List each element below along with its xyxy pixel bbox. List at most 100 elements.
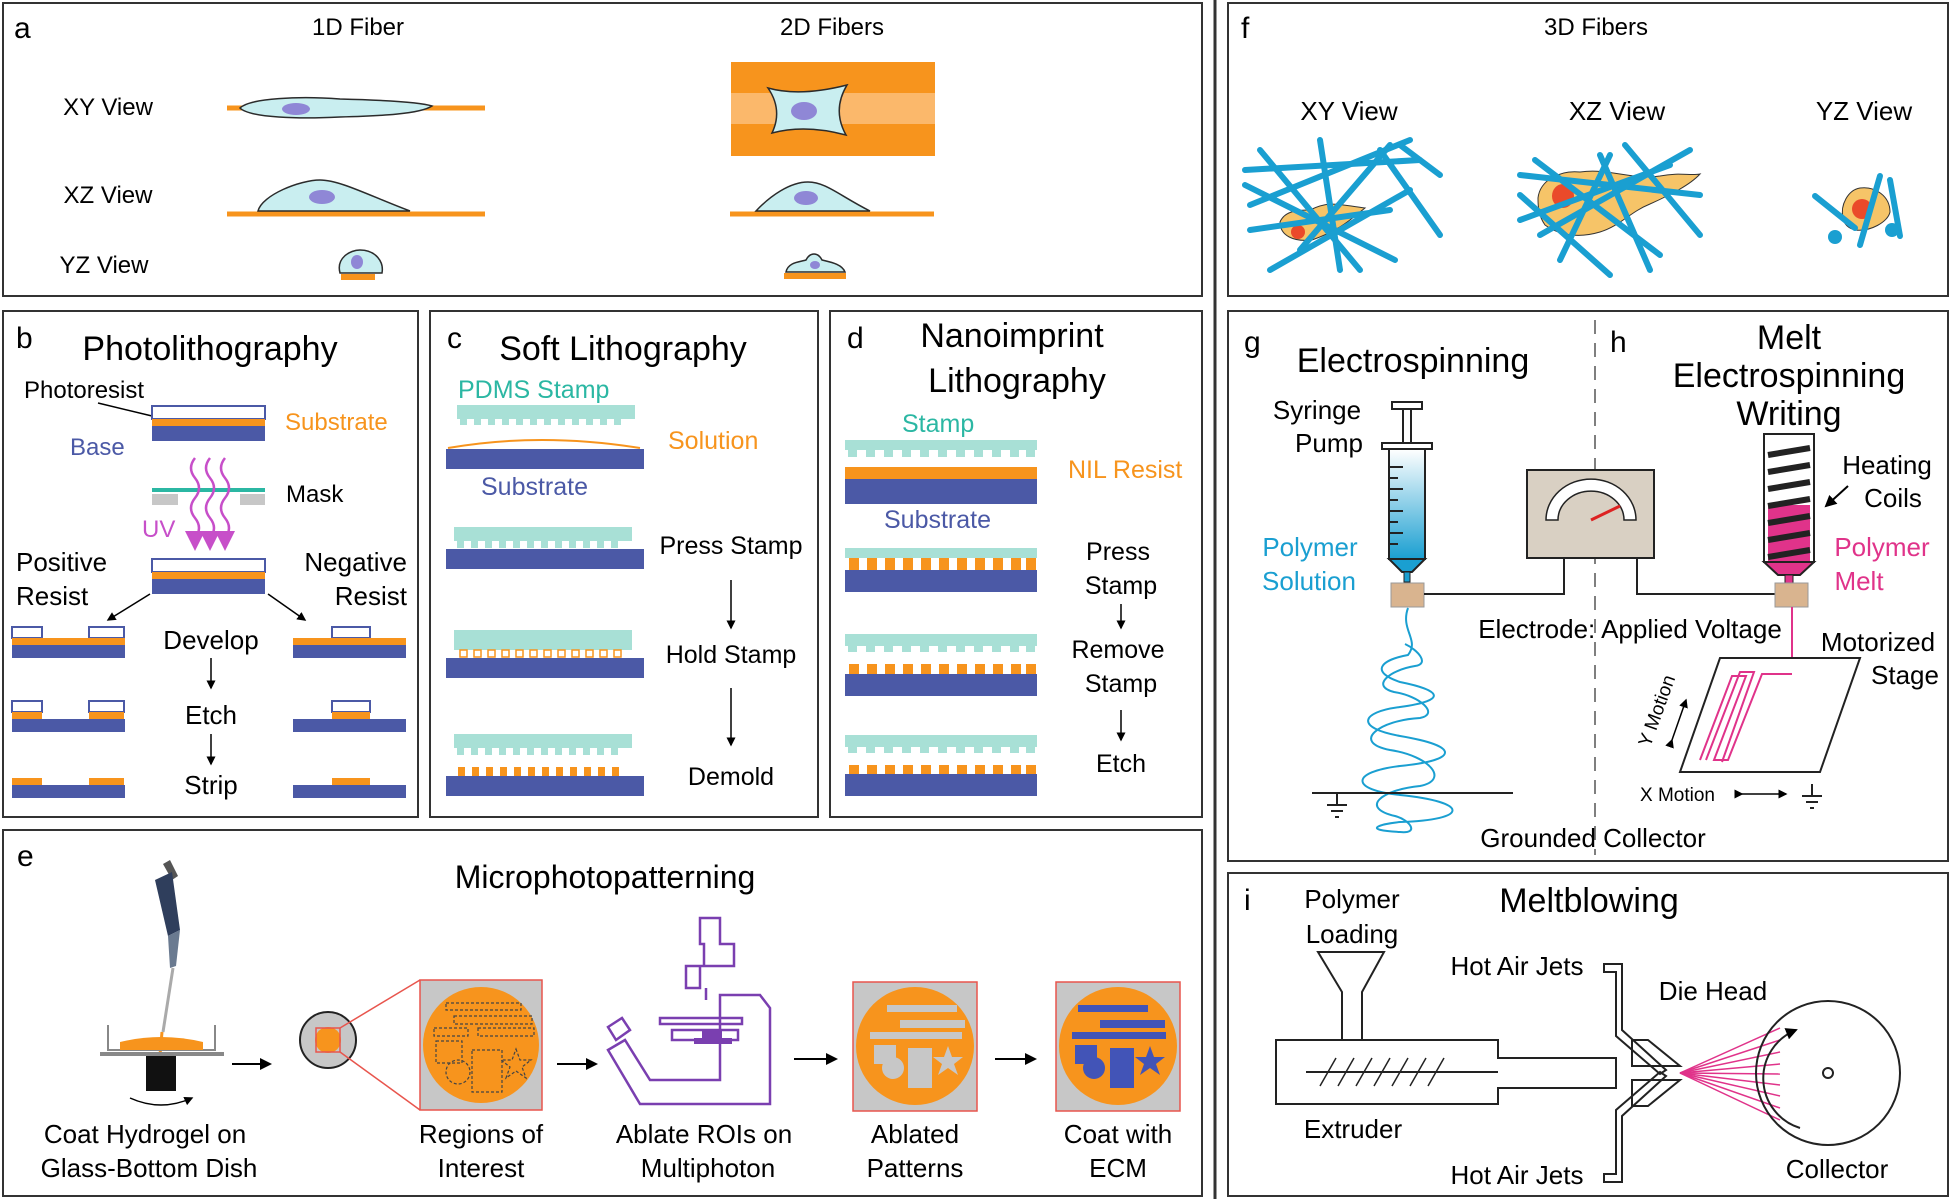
die-head-label: Die Head — [1659, 976, 1767, 1006]
step2-line1: Regions of — [419, 1119, 544, 1149]
positive-etch — [11, 700, 125, 732]
ecm-coated-patterns — [1055, 981, 1181, 1112]
panel-f-title: 3D Fibers — [1544, 14, 1648, 41]
photoresist-label: Photoresist — [24, 377, 144, 404]
negative-resist-line2: Resist — [335, 581, 408, 611]
demold-step — [446, 734, 644, 796]
nil-remove-line1: Remove — [1071, 636, 1164, 664]
fiber-1d-xy — [227, 96, 485, 119]
panel-c-frame — [429, 310, 819, 818]
wire-left — [1424, 558, 1565, 595]
electrode-g — [1390, 582, 1425, 608]
step2-line2: Interest — [438, 1153, 525, 1183]
panel-e-title: Microphotopatterning — [455, 859, 756, 895]
nil-press-line1: Press — [1086, 538, 1150, 566]
panel-b-letter: b — [16, 322, 33, 355]
nil-remove-line2: Stamp — [1085, 670, 1157, 698]
melt-written-path-2 — [1705, 671, 1756, 763]
uv-label: UV — [142, 516, 175, 543]
positive-develop — [11, 626, 125, 658]
polymer-solution-1: Polymer — [1262, 532, 1358, 562]
positive-resist-line1: Positive — [16, 547, 107, 577]
ground-symbol-h — [1802, 784, 1822, 809]
panel-d-letter: d — [847, 322, 864, 355]
step5-line1: Coat with — [1064, 1119, 1172, 1149]
exposed-stack — [151, 558, 266, 594]
panel-a-letter: a — [14, 12, 31, 45]
motorized-2: Stage — [1871, 660, 1939, 690]
arrow-positive — [106, 593, 151, 621]
panel-h-title2: Electrospinning — [1673, 357, 1905, 395]
fibers-3d-xz — [1517, 142, 1703, 278]
panel-d-title1: Nanoimprint — [920, 317, 1104, 355]
meltblown-fibers — [1679, 1027, 1781, 1121]
mask-label: Mask — [286, 481, 344, 508]
multiphoton-microscope — [606, 916, 772, 1106]
panel-f-yz: YZ View — [1816, 96, 1913, 126]
melt-syringe — [1761, 433, 1817, 584]
panel-a-row-xy: XY View — [63, 94, 154, 121]
panel-h-letter: h — [1610, 326, 1627, 359]
motorized-stage — [1678, 657, 1862, 773]
step3-line2: Multiphoton — [641, 1153, 775, 1183]
melt-written-path — [1699, 673, 1792, 761]
substrate-label-c: Substrate — [481, 473, 588, 501]
negative-resist-line1: Negative — [304, 547, 407, 577]
polymer-melt-2: Melt — [1834, 566, 1884, 596]
fibers-3d-xy — [1242, 137, 1443, 273]
fiber-1d-xz — [227, 179, 485, 217]
panel-a-row-xz: XZ View — [64, 182, 154, 209]
panel-f-xy: XY View — [1300, 96, 1398, 126]
demold-label: Demold — [688, 763, 774, 791]
arrow-negative — [267, 593, 307, 621]
press-stamp-step — [446, 527, 644, 569]
electrospun-jet — [1361, 607, 1454, 834]
panel-i-letter: i — [1244, 884, 1251, 917]
panel-i-frame — [1227, 872, 1949, 1197]
positive-strip — [12, 778, 125, 798]
fiber-2d-yz — [784, 253, 847, 279]
roi-dish — [299, 979, 543, 1111]
pdms-stamp — [457, 405, 635, 425]
electrode-h — [1774, 582, 1809, 608]
develop-label: Develop — [163, 625, 258, 655]
strip-label: Strip — [184, 770, 237, 800]
glass-bottom-dish — [100, 1025, 224, 1106]
nil-press-line2: Stamp — [1085, 572, 1157, 600]
panel-a-row-yz: YZ View — [60, 252, 150, 279]
step1-line2: Glass-Bottom Dish — [41, 1153, 258, 1183]
collector-drum — [1755, 1000, 1901, 1146]
panel-f-letter: f — [1241, 12, 1250, 45]
base-label: Base — [70, 434, 125, 461]
solution-label: Solution — [668, 427, 758, 455]
voltage-meter — [1526, 469, 1655, 559]
ablated-patterns — [852, 981, 978, 1112]
substrate-label-b: Substrate — [285, 409, 388, 436]
nil-resist-label: NIL Resist — [1068, 456, 1182, 484]
nil-stamp — [845, 440, 1037, 504]
hold-stamp-step — [446, 630, 644, 678]
panel-c-letter: c — [447, 322, 462, 355]
polymer-melt-1: Polymer — [1834, 532, 1930, 562]
nil-etch-step — [845, 735, 1037, 796]
fiber-1d-yz — [338, 249, 384, 280]
grounded-collector-label: Grounded Collector — [1480, 823, 1706, 853]
press-stamp-label: Press Stamp — [659, 532, 802, 560]
solution-layer — [447, 439, 641, 449]
panel-g-title: Electrospinning — [1297, 342, 1529, 380]
panel-i-title: Meltblowing — [1499, 882, 1679, 920]
pipette — [155, 860, 180, 1056]
stamp-label-d: Stamp — [902, 410, 974, 438]
ground-symbol-g — [1327, 793, 1347, 818]
substrate-label-d: Substrate — [884, 506, 991, 534]
fiber-2d-xy — [731, 62, 935, 156]
nil-press-step — [845, 548, 1037, 592]
extruder — [1275, 951, 1617, 1105]
extruder-label: Extruder — [1304, 1114, 1403, 1144]
step1-line1: Coat Hydrogel on — [44, 1119, 246, 1149]
uv-rays — [185, 457, 235, 551]
hot-air-bottom-label: Hot Air Jets — [1451, 1160, 1584, 1190]
microscope-stage — [694, 1030, 732, 1044]
step3-line1: Ablate ROIs on — [616, 1119, 792, 1149]
